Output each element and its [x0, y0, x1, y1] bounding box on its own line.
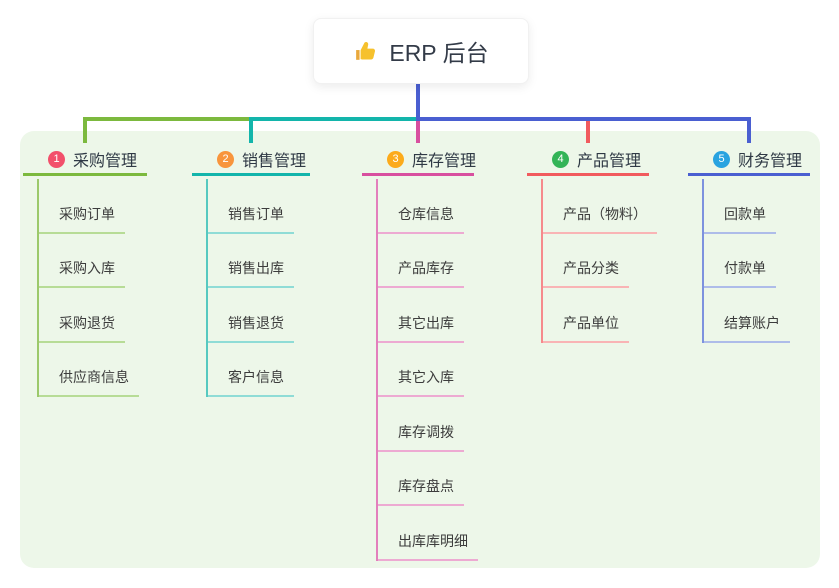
child-node[interactable]: 销售退货	[208, 288, 294, 343]
branch-node[interactable]: 1 采购管理	[23, 145, 147, 176]
child-node[interactable]: 产品单位	[543, 288, 629, 343]
child-node[interactable]: 产品（物料）	[543, 179, 657, 234]
child-node[interactable]: 采购订单	[39, 179, 125, 234]
child-node[interactable]: 库存调拨	[378, 397, 464, 452]
child-node[interactable]: 销售订单	[208, 179, 294, 234]
branch-title: 销售管理	[242, 153, 307, 170]
branch-number-badge: 4	[552, 150, 569, 168]
child-node[interactable]: 库存盘点	[378, 452, 464, 506]
branch-title: 采购管理	[73, 153, 138, 170]
branch-children: 采购订单采购入库采购退货供应商信息	[37, 179, 139, 397]
connector-line	[586, 120, 590, 143]
connector-line	[83, 117, 253, 121]
branch-children: 仓库信息产品库存其它出库其它入库库存调拨库存盘点出库库明细	[376, 179, 478, 561]
connector-line	[747, 120, 751, 143]
branch-node[interactable]: 2 销售管理	[192, 145, 310, 176]
child-node[interactable]: 销售出库	[208, 234, 294, 288]
child-node[interactable]: 采购退货	[39, 288, 125, 343]
connector-line	[83, 120, 87, 143]
branch-node[interactable]: 5 财务管理	[688, 145, 810, 176]
branch-children: 产品（物料）产品分类产品单位	[541, 179, 657, 343]
child-node[interactable]: 其它出库	[378, 288, 464, 343]
branch-number-badge: 1	[48, 150, 65, 168]
thumbs-up-icon	[353, 39, 378, 64]
child-node[interactable]: 产品分类	[543, 234, 629, 288]
branch-node[interactable]: 4 产品管理	[527, 145, 649, 176]
mindmap-panel	[20, 131, 820, 568]
connector-line	[416, 120, 420, 143]
child-node[interactable]: 回款单	[704, 179, 776, 234]
branch-children: 销售订单销售出库销售退货客户信息	[206, 179, 294, 397]
root-node-label: ERP 后台	[389, 40, 489, 66]
child-node[interactable]: 仓库信息	[378, 179, 464, 234]
connector-line	[416, 82, 420, 121]
child-node[interactable]: 其它入库	[378, 343, 464, 397]
child-node[interactable]: 客户信息	[208, 343, 294, 397]
child-node[interactable]: 付款单	[704, 234, 776, 288]
connector-line	[249, 117, 416, 121]
connector-line	[249, 120, 253, 143]
branch-children: 回款单付款单结算账户	[702, 179, 790, 343]
child-node[interactable]: 产品库存	[378, 234, 464, 288]
child-node[interactable]: 结算账户	[704, 288, 790, 343]
branch-number-badge: 2	[217, 150, 234, 168]
child-node[interactable]: 出库库明细	[378, 506, 478, 561]
branch-number-badge: 5	[713, 150, 730, 168]
branch-title: 产品管理	[577, 153, 642, 170]
connector-line	[416, 117, 751, 121]
branch-title: 库存管理	[412, 153, 477, 170]
child-node[interactable]: 供应商信息	[39, 343, 139, 397]
branch-number-badge: 3	[387, 150, 404, 168]
branch-title: 财务管理	[738, 153, 803, 170]
child-node[interactable]: 采购入库	[39, 234, 125, 288]
branch-node[interactable]: 3 库存管理	[362, 145, 477, 176]
root-node[interactable]: ERP 后台	[313, 18, 529, 84]
